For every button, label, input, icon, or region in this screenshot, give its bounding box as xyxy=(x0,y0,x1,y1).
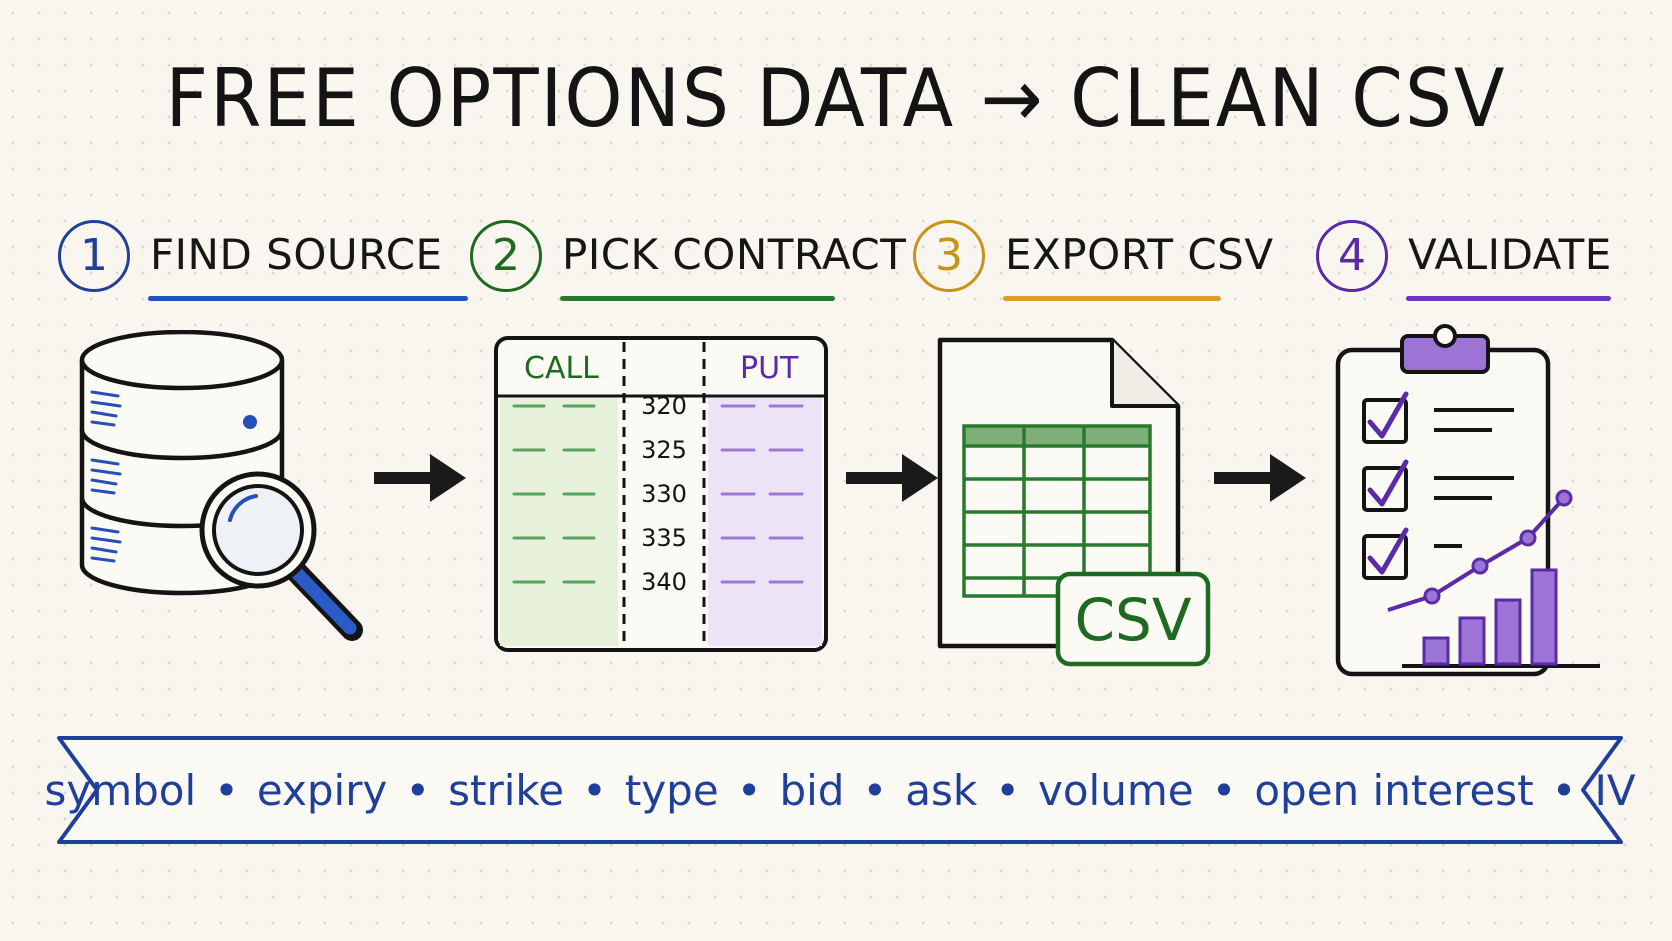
field-separator: • xyxy=(736,765,762,815)
step-2-underline xyxy=(560,296,835,301)
field-separator: • xyxy=(995,765,1020,815)
chart-bar xyxy=(1458,616,1486,666)
field-item: expiry xyxy=(256,765,388,815)
step-2-label: PICK CONTRACT xyxy=(562,230,907,279)
chart-bar xyxy=(1422,636,1450,666)
step-3-underline xyxy=(1003,296,1221,301)
step-4-number: 4 xyxy=(1316,220,1388,292)
csv-file-icon: CSV xyxy=(937,337,1211,667)
step-4-underline xyxy=(1406,296,1611,301)
field-separator: • xyxy=(582,765,607,815)
database-search-icon xyxy=(79,330,363,641)
arrow-icon xyxy=(374,454,466,502)
option-chain-icon: CALL PUT 320 325 330 335 340 xyxy=(494,336,828,652)
fields-list: symbol • expiry • strike • type • bid • ask • volume… xyxy=(44,734,1635,846)
chart-bar xyxy=(1494,598,1522,666)
chain-rows: 320 325 330 335 340 xyxy=(512,392,804,596)
strike-label: 340 xyxy=(641,568,687,596)
validate-chart xyxy=(1387,489,1573,666)
field-item: type xyxy=(624,765,719,815)
trend-point xyxy=(1471,557,1489,575)
call-column-header: CALL xyxy=(524,351,599,386)
field-separator: • xyxy=(405,765,431,815)
field-item: strike xyxy=(448,765,565,815)
field-separator: • xyxy=(214,765,239,815)
put-column-header: PUT xyxy=(740,351,799,386)
field-separator: • xyxy=(862,765,888,815)
page-title: FREE OPTIONS DATA → CLEAN CSV xyxy=(165,52,1507,146)
step-2-number: 2 xyxy=(470,220,542,292)
strike-label: 320 xyxy=(641,392,687,420)
field-item: ask xyxy=(905,765,978,815)
trend-point xyxy=(1423,587,1441,605)
trend-point xyxy=(1519,529,1537,547)
step-1-label: FIND SOURCE xyxy=(150,230,443,279)
csv-badge: CSV xyxy=(1075,586,1192,654)
chain-row: 325 xyxy=(512,436,804,464)
magnifier-icon xyxy=(199,471,363,641)
step-3-label: EXPORT CSV xyxy=(1005,230,1274,279)
step-3-number: 3 xyxy=(913,220,985,292)
chain-row: 340 xyxy=(512,568,804,596)
step-4-label: VALIDATE xyxy=(1408,230,1612,279)
trend-point xyxy=(1555,489,1573,507)
strike-label: 330 xyxy=(641,480,687,508)
arrow-icon xyxy=(1214,454,1306,502)
field-item: bid xyxy=(779,765,845,815)
field-item: symbol xyxy=(44,765,197,815)
strike-label: 335 xyxy=(641,524,687,552)
chain-row: 320 xyxy=(512,392,804,420)
field-item: open interest xyxy=(1254,765,1534,815)
field-separator: • xyxy=(1551,765,1577,815)
field-item: volume xyxy=(1037,765,1194,815)
fields-banner xyxy=(57,736,1623,844)
strike-label: 325 xyxy=(641,436,687,464)
chain-row: 330 xyxy=(512,480,804,508)
step-1-underline xyxy=(148,296,468,301)
clipboard-checklist-chart-icon xyxy=(1335,324,1600,677)
arrow-icon xyxy=(846,454,938,502)
chain-row: 335 xyxy=(512,524,804,552)
field-item: IV xyxy=(1594,765,1636,815)
chart-bar xyxy=(1530,568,1558,666)
field-separator: • xyxy=(1211,765,1237,815)
step-1-number: 1 xyxy=(58,220,130,292)
